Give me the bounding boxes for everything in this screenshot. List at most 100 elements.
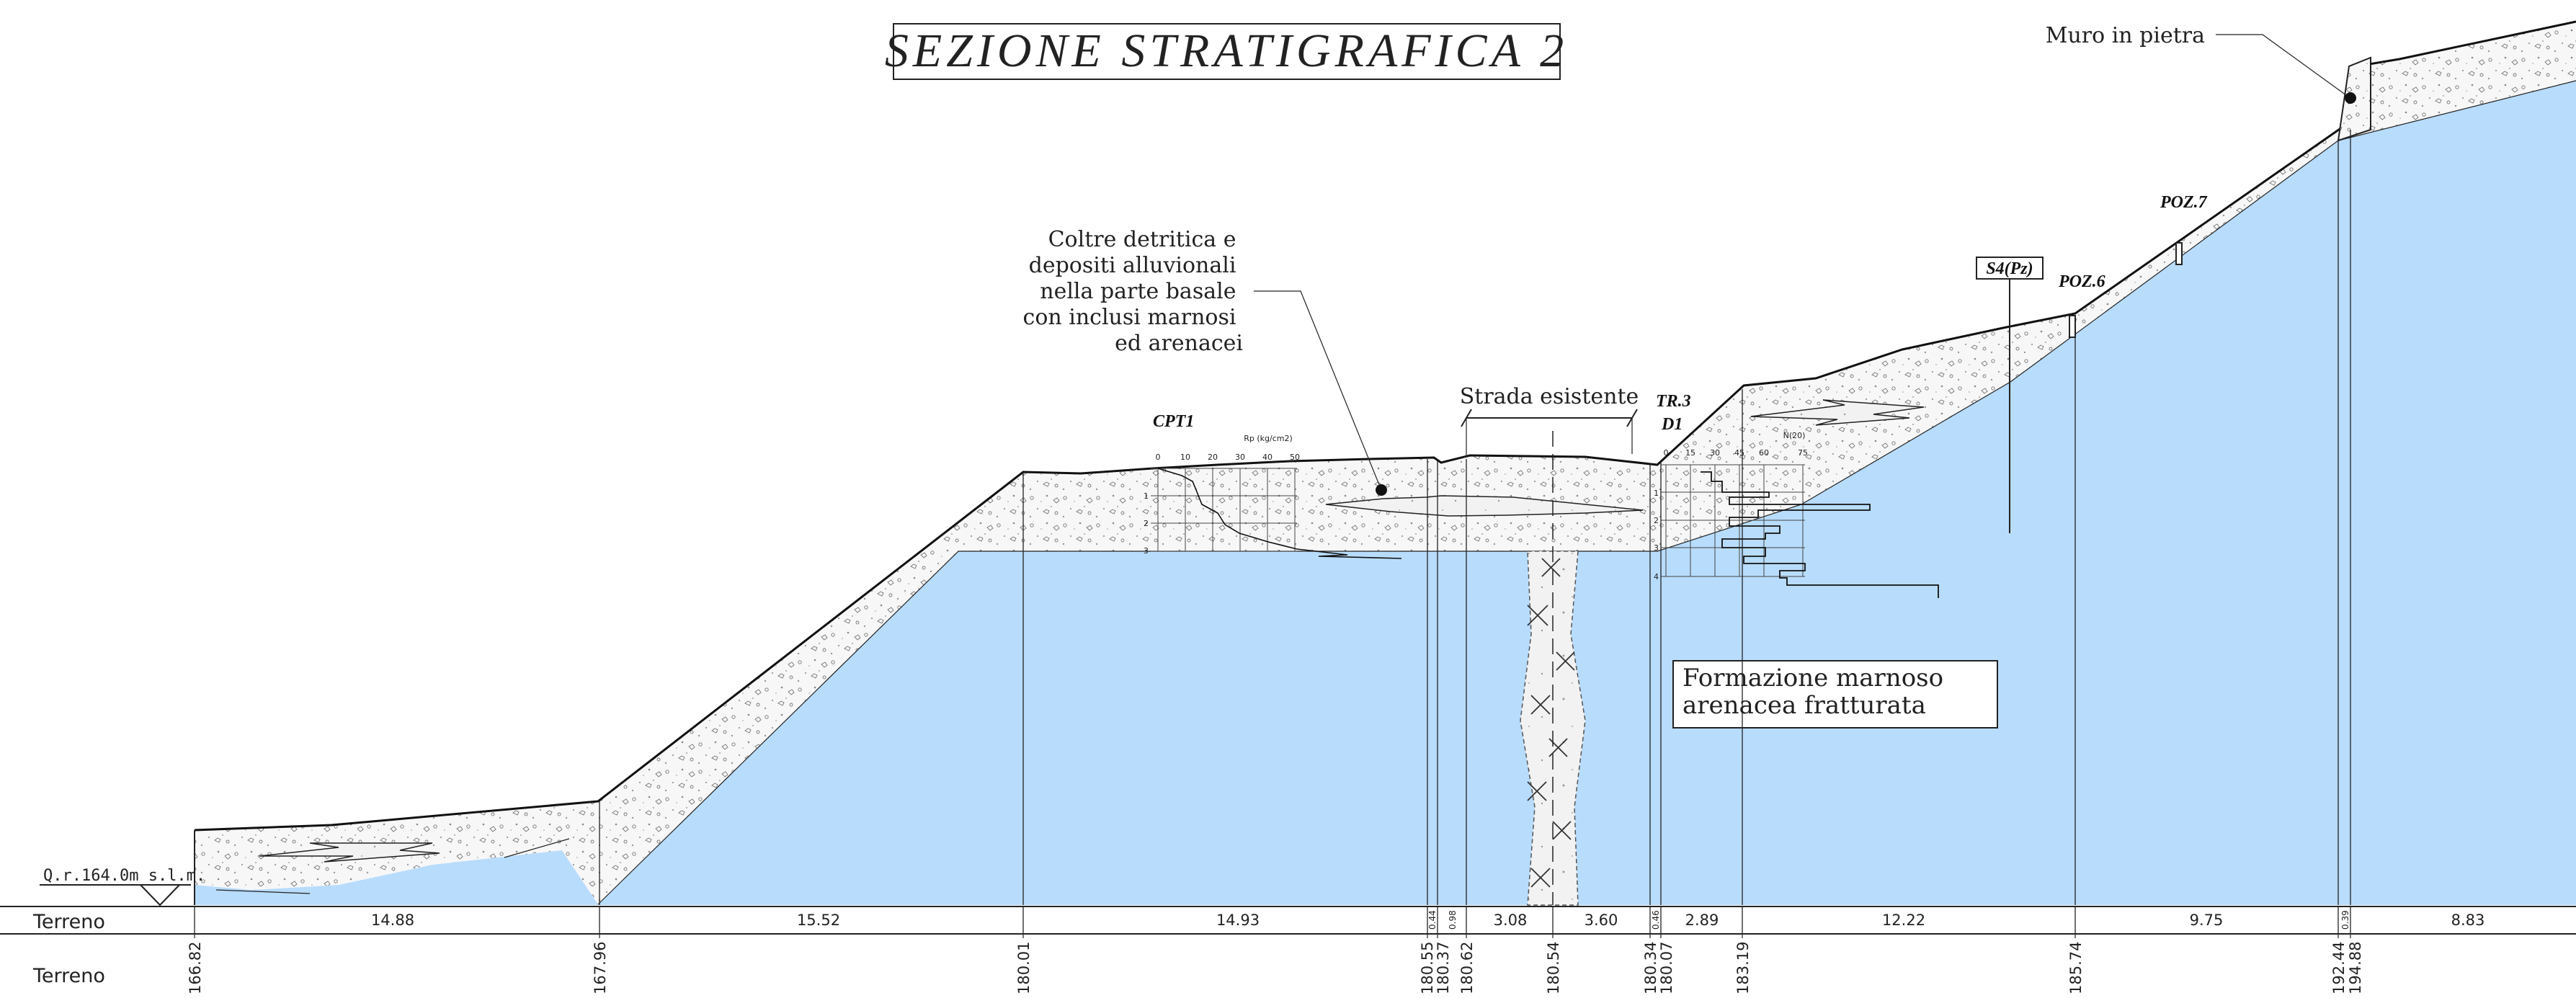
d1-tick-45: 45	[1734, 448, 1744, 458]
d1-tick-15: 15	[1685, 448, 1695, 458]
profile-table: Terreno Terreno 14.88 15.52 14.93 0.44 0…	[0, 906, 2576, 994]
distance-11: 9.75	[2190, 912, 2224, 929]
distance-12: 0.39	[2340, 910, 2350, 930]
row-label-elevations: Terreno	[32, 965, 105, 987]
elevation-6: 180.62	[1458, 942, 1476, 994]
fracture-zone	[1520, 551, 1586, 906]
d1-tick-75: 75	[1798, 448, 1808, 458]
station-lines	[194, 130, 2351, 905]
title-block: SEZIONE STRATIGRAFICA 2	[885, 23, 1568, 80]
cover-line-2: depositi alluvionali	[1029, 253, 1236, 278]
stone-wall-label: Muro in pietra	[2046, 23, 2205, 48]
distance-5: 0.98	[1448, 910, 1458, 930]
cover-line-4: con inclusi marnosi	[1023, 305, 1236, 330]
cpt1-x-ticks: 0 10 20 30 40 50	[1156, 453, 1301, 462]
cpt1-depth-3: 3	[1144, 546, 1149, 556]
d1-depth-4: 4	[1654, 572, 1659, 582]
cover-line-5: ed arenacei	[1115, 331, 1243, 356]
cpt1-tick-10: 10	[1180, 453, 1190, 462]
cover-line-3: nella parte basale	[1040, 279, 1236, 304]
formation-text: Formazione marnoso arenacea fratturata	[1683, 664, 1951, 720]
elevation-4: 180.55	[1419, 942, 1436, 994]
elevation-9: 180.07	[1658, 942, 1675, 994]
distance-13: 8.83	[2451, 912, 2485, 929]
cpt1-axis-title: Rp (kg/cm2)	[1244, 434, 1293, 443]
cover-pointer-dot	[1376, 484, 1387, 496]
distance-4: 0.44	[1427, 910, 1438, 930]
poz7-label: POZ.7	[2160, 193, 2208, 212]
distance-8: 0.46	[1651, 910, 1661, 930]
elevation-13: 194.88	[2347, 942, 2364, 994]
lens-center	[1325, 495, 1644, 517]
d1-chart: TR.3 D1 N(20) 0 15 30 45 60 75 1 2 3 4	[1654, 392, 1939, 598]
distance-3: 14.93	[1216, 912, 1260, 929]
cpt1-tick-20: 20	[1208, 453, 1218, 462]
poz6-label: POZ.6	[2058, 272, 2105, 291]
cpt1-resistance-curve	[1157, 468, 1402, 559]
cpt1-tick-30: 30	[1235, 453, 1245, 462]
distance-7: 3.60	[1585, 912, 1618, 929]
formation-annotation: Formazione marnoso arenacea fratturata	[1672, 660, 1998, 729]
formation-line-1: Formazione marnoso	[1683, 664, 1943, 692]
distance-2: 15.52	[797, 912, 840, 929]
poz7-marker: POZ.7	[2160, 193, 2208, 265]
elevation-11: 185.74	[2067, 942, 2085, 994]
distance-1: 14.88	[371, 912, 414, 929]
lens-right	[1750, 399, 1925, 426]
base-dash-1	[215, 889, 311, 894]
cpt1-depth-2: 2	[1144, 519, 1149, 528]
d1-tick-0: 0	[1664, 448, 1669, 458]
d1-depth-ticks: 1 2 3 4	[1654, 489, 1659, 582]
elevation-8: 180.34	[1642, 942, 1659, 994]
page-title: SEZIONE STRATIGRAFICA 2	[885, 24, 1568, 77]
elevation-3: 180.01	[1015, 942, 1033, 994]
cpt1-label: CPT1	[1153, 412, 1194, 431]
cpt1-tick-50: 50	[1290, 453, 1300, 462]
tr3-label: TR.3	[1656, 392, 1691, 411]
elevation-5: 180.37	[1435, 942, 1452, 994]
poz6-marker: POZ.6	[2058, 272, 2105, 338]
title-frame	[893, 23, 1561, 80]
elevation-values: 166.82 167.96 180.01 180.55 180.37 180.6…	[187, 942, 2364, 994]
elevation-10: 183.19	[1734, 942, 1752, 994]
table-dividers	[194, 906, 2351, 934]
elevation-1: 166.82	[187, 942, 204, 994]
d1-depth-3: 3	[1654, 543, 1659, 553]
cpt1-chart: CPT1 Rp (kg/cm2) 0 10 20 30 40 50 1 2 3	[1144, 412, 1402, 559]
distance-6: 3.08	[1494, 912, 1528, 929]
ground-profile	[194, 20, 2576, 832]
cover-annotation: Coltre detritica e depositi alluvionali …	[1023, 227, 1387, 496]
reference-level: Q.r.164.0m s.l.m.	[40, 867, 205, 906]
d1-tick-30: 30	[1710, 448, 1720, 458]
lens-left	[259, 842, 440, 863]
d1-label: D1	[1661, 415, 1683, 434]
formation-line-2: arenacea fratturata	[1683, 691, 1926, 720]
cpt1-depth-ticks: 1 2 3	[1144, 491, 1149, 556]
cpt1-tick-0: 0	[1156, 453, 1161, 462]
distance-10: 12.22	[1882, 912, 1925, 929]
cover-annotation-text: Coltre detritica e depositi alluvionali …	[1023, 227, 1243, 356]
stone-wall-pointer-dot	[2345, 92, 2356, 104]
d1-depth-2: 2	[1654, 516, 1659, 525]
distance-9: 2.89	[1685, 912, 1719, 929]
elevation-7: 180.54	[1545, 942, 1562, 994]
s4-borehole: S4(Pz)	[1976, 257, 2044, 533]
bedrock-body	[598, 81, 2576, 905]
elevation-tick-lines	[194, 934, 2351, 938]
row-label-distances: Terreno	[32, 911, 105, 933]
stone-wall-annotation: Muro in pietra	[2046, 23, 2356, 104]
elevation-2: 167.96	[592, 942, 609, 994]
cover-line-1: Coltre detritica e	[1048, 227, 1236, 252]
debris-cover-layer	[195, 22, 2576, 904]
d1-depth-1: 1	[1654, 489, 1659, 498]
cpt1-tick-40: 40	[1262, 453, 1273, 462]
d1-axis-title: N(20)	[1783, 431, 1806, 440]
s4-label: S4(Pz)	[1986, 259, 2033, 278]
reference-level-label: Q.r.164.0m s.l.m.	[43, 867, 205, 885]
existing-road-label: Strada esistente	[1460, 384, 1639, 409]
base-dash-2	[504, 838, 570, 858]
existing-road-marker: Strada esistente	[1460, 384, 1639, 458]
cpt1-depth-1: 1	[1144, 491, 1149, 501]
d1-blowcount-curve	[1701, 471, 1939, 598]
